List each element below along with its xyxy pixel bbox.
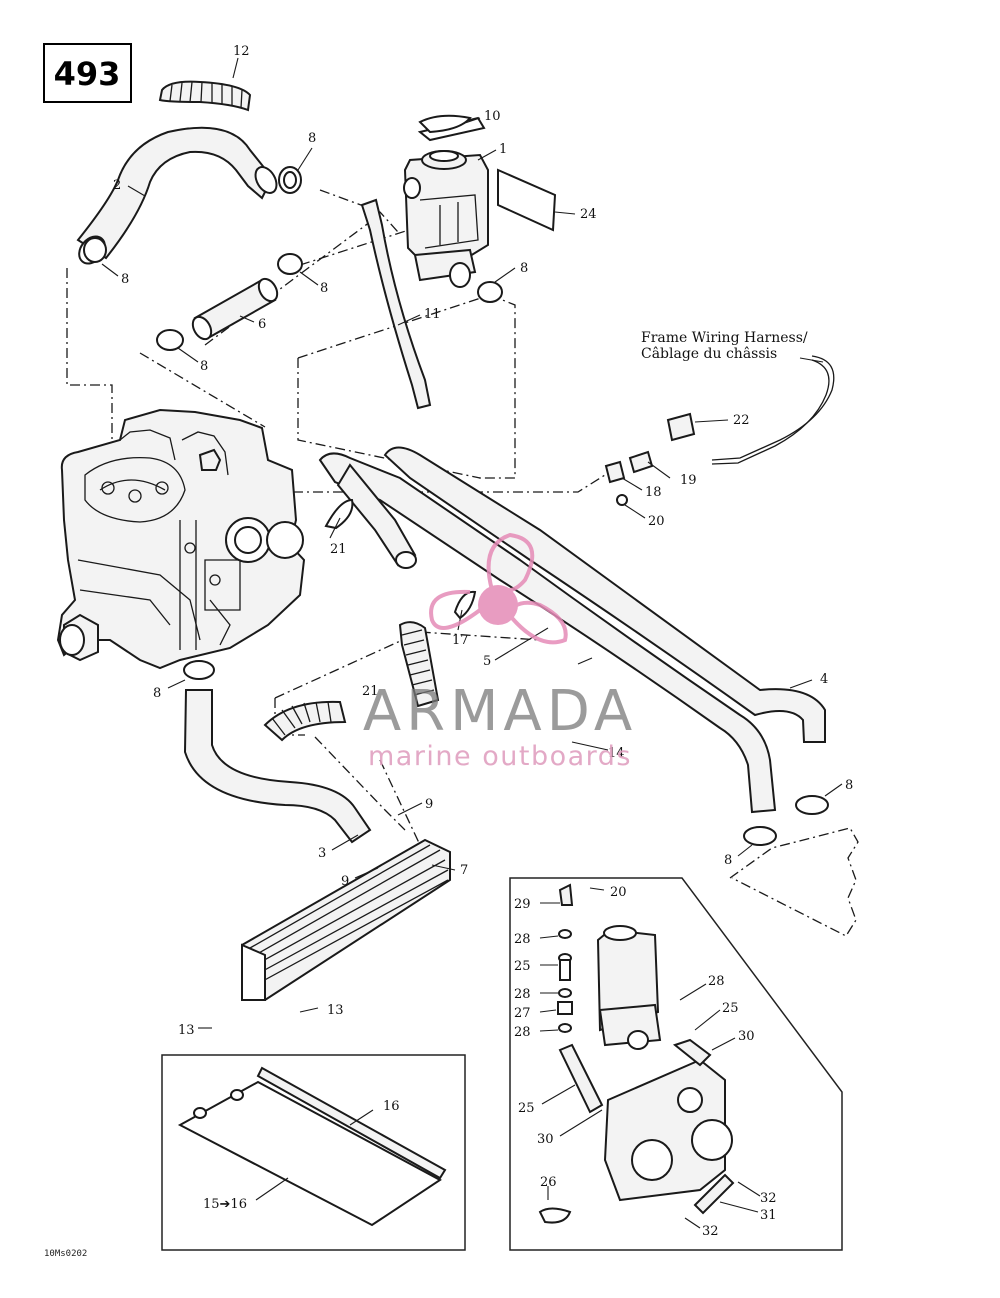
callout-18: 18 (645, 485, 662, 500)
callout-8: 8 (724, 853, 732, 868)
hose-6 (191, 277, 279, 341)
callout-22: 22 (733, 413, 750, 428)
propeller-logo (429, 532, 568, 645)
callout-9: 9 (341, 874, 349, 889)
callout-24: 24 (580, 207, 597, 222)
callout-17: 17 (452, 633, 469, 648)
callout-8: 8 (845, 778, 853, 793)
radiator-7 (241, 838, 451, 1001)
callout-3: 3 (318, 846, 326, 861)
corrugated-hose-21 (263, 621, 440, 742)
callout-8: 8 (520, 261, 528, 276)
callout-8: 8 (153, 686, 161, 701)
callout-21: 21 (362, 684, 379, 699)
page-number-box: 493 (43, 43, 132, 103)
inset-callout-28: 28 (514, 932, 531, 947)
callout-1: 1 (499, 142, 507, 157)
diagram-reference: 10Ms0202 (44, 1249, 87, 1259)
callout-6: 6 (258, 317, 266, 332)
callout-7: 7 (460, 863, 468, 878)
cap-gasket-10 (418, 114, 472, 134)
callout-9: 9 (425, 797, 433, 812)
inset-callout-28: 28 (708, 974, 725, 989)
inset-callout-28: 28 (514, 1025, 531, 1040)
engine-block (56, 408, 306, 670)
watermark-tagline: marine outboards (368, 741, 632, 772)
callout-labels: 12 2 8 8 8 6 8 10 1 24 8 11 Frame Wiring… (44, 44, 853, 1259)
callout-13: 13 (327, 1003, 344, 1018)
inset-callout-29: 29 (514, 897, 531, 912)
warning-sticker-24 (497, 168, 557, 232)
inset-callout-30: 30 (537, 1132, 554, 1147)
watermark-brand: ARMADA (363, 679, 637, 744)
inset-callout-31: 31 (760, 1208, 777, 1223)
inset-box-detail (509, 877, 843, 1251)
callout-2: 2 (113, 178, 121, 193)
callout-20: 20 (648, 514, 665, 529)
frame-plate (729, 827, 859, 937)
inset-callout-30: 30 (738, 1029, 755, 1044)
inset-callout-32: 32 (760, 1191, 777, 1206)
hose-clamp-8 (83, 166, 829, 846)
inset-callout-25: 25 (514, 959, 531, 974)
callout-12: 12 (233, 44, 250, 59)
inset-callout-25: 25 (518, 1101, 535, 1116)
corrugated-hose-12 (158, 80, 252, 112)
callout-10: 10 (484, 109, 501, 124)
inset-callout-20: 20 (610, 885, 627, 900)
callout-8: 8 (121, 272, 129, 287)
inset-callout-27: 27 (514, 1006, 531, 1021)
callout-11: 11 (424, 307, 441, 322)
clip-17 (453, 590, 477, 620)
callout-14: 14 (608, 746, 625, 761)
page-number: 493 (54, 55, 121, 93)
frame-wiring-harness-note-fr: Câblage du châssis (641, 346, 777, 362)
coolant-reservoir-1 (403, 116, 489, 288)
frame-wiring-harness-note: Frame Wiring Harness/ (641, 330, 808, 346)
inset-callout-25: 25 (722, 1001, 739, 1016)
callout-21: 21 (330, 542, 347, 557)
callout-16: 16 (383, 1099, 400, 1114)
inset-callout-26: 26 (540, 1175, 557, 1190)
cable-tie-21 (324, 498, 354, 530)
callout-19: 19 (680, 473, 697, 488)
callout-13: 13 (178, 1023, 195, 1038)
inset-callout-28: 28 (514, 987, 531, 1002)
callout-8: 8 (308, 131, 316, 146)
callout-5: 5 (483, 654, 491, 669)
inset-box-15-16 (161, 1054, 466, 1251)
leader-lines (101, 57, 843, 1229)
hose-outlets (336, 463, 417, 569)
callout-15-16: 15➔16 (203, 1197, 247, 1212)
callout-8: 8 (200, 359, 208, 374)
wiring-harness (604, 355, 835, 506)
callout-8: 8 (320, 281, 328, 296)
armada-watermark: ARMADA marine outboards (363, 532, 637, 772)
vent-hose-11 (360, 198, 432, 410)
coolant-hose-4 (383, 446, 826, 743)
inset-callout-32: 32 (702, 1224, 719, 1239)
callout-4: 4 (820, 672, 828, 687)
hose-lower-3 (183, 689, 372, 844)
